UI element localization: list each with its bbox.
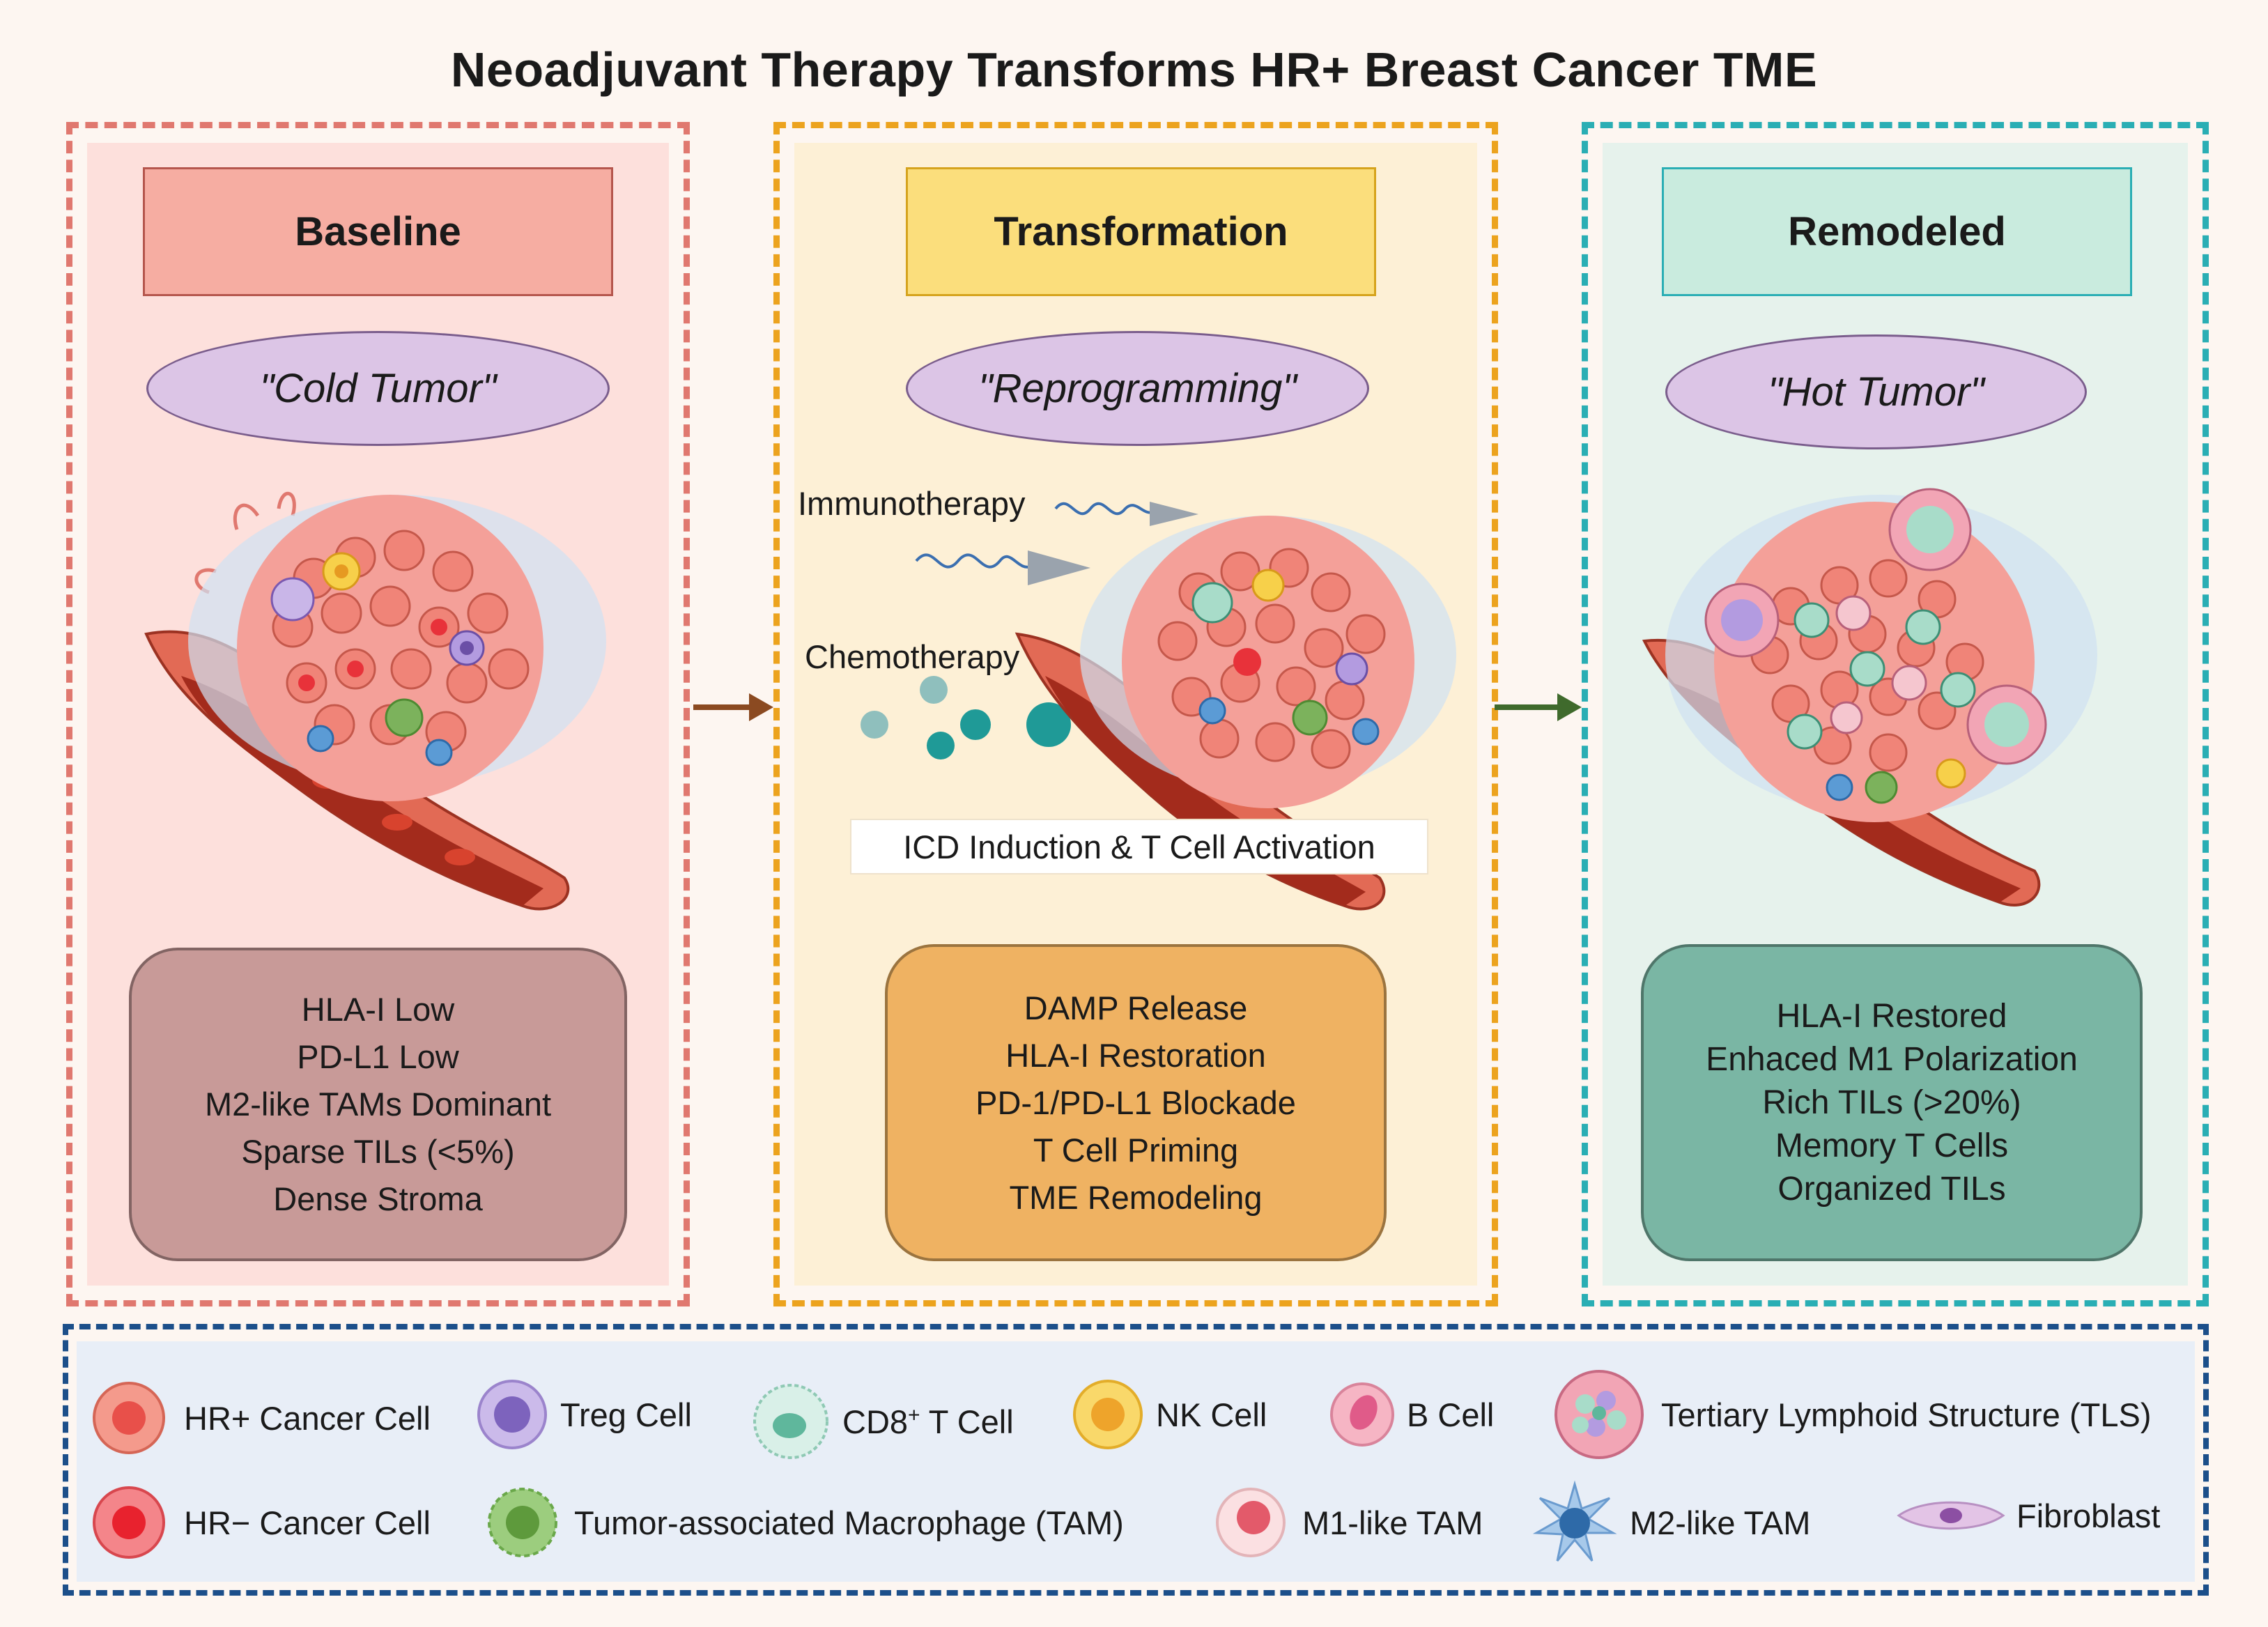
feature-text: PD-L1 Low [297,1038,459,1075]
legend-item: M1-like TAM [1209,1484,1483,1561]
legend-label: Tertiary Lymphoid Structure (TLS) [1661,1396,2152,1433]
feature-text: Enhaced M1 Polarization [1706,1040,2078,1078]
legend-item: HR+ Cancer Cell [84,1380,431,1456]
immunotherapy-label: Immunotherapy [798,485,1026,522]
baseline-header: Baseline [143,167,613,296]
hot-tumor-illustration [1642,488,2097,907]
feature-text: HLA-I Low [301,991,455,1028]
arrow-baseline-to-transformation [693,693,773,721]
feature-text: HLA-I Restoration [1005,1036,1266,1074]
hr-positive-cancer-cell-icon [93,1382,165,1454]
remodeled-header: Remodeled [1662,167,2132,296]
legend-label: M1-like TAM [1302,1504,1483,1541]
legend-item: M2-like TAM [1529,1477,1810,1568]
nk-cell-icon [1073,1380,1143,1449]
transformation-subtitle-oval: "Reprogramming" [906,331,1369,446]
legend-item: Fibroblast [1895,1491,2160,1540]
legend-label: B Cell [1407,1396,1495,1433]
tls-icon [1555,1370,1644,1459]
m2-tam-icon [1532,1480,1617,1562]
antibody-icon [1054,502,1198,526]
cold-tumor-illustration [144,491,606,911]
legend-label: Tumor-associated Macrophage (TAM) [574,1504,1124,1541]
legend-label: NK Cell [1156,1396,1267,1433]
m1-tam-icon [1216,1488,1286,1557]
feature-text: Rich TILs (>20%) [1762,1084,2021,1121]
feature-text: T Cell Priming [1033,1131,1239,1169]
feature-text: Dense Stroma [273,1180,483,1217]
legend-item: B Cell [1327,1376,1494,1453]
transformation-panel-frame [773,122,1498,1306]
feature-text: DAMP Release [1024,989,1248,1026]
feature-text: PD-1/PD-L1 Blockade [975,1084,1296,1121]
transformation-header: Transformation [906,167,1376,296]
legend-item: Tertiary Lymphoid Structure (TLS) [1547,1366,2152,1463]
legend-item: NK Cell [1070,1376,1267,1453]
legend-label: CD8+ T Cell [842,1403,1014,1440]
b-cell-icon [1330,1382,1394,1447]
icd-activation-label: ICD Induction & T Cell Activation [850,819,1428,874]
baseline-features-box: HLA-I Low PD-L1 Low M2-like TAMs Dominan… [129,948,627,1261]
remodeled-features-box: HLA-I Restored Enhaced M1 Polarization R… [1641,944,2143,1261]
baseline-subtitle-oval: "Cold Tumor" [146,331,610,446]
page-title: Neoadjuvant Therapy Transforms HR+ Breas… [450,43,1818,97]
baseline-panel-frame [66,122,690,1306]
legend-item: Tumor-associated Macrophage (TAM) [481,1484,1124,1561]
feature-text: M2-like TAMs Dominant [204,1086,552,1123]
cd8-t-cell-icon [753,1384,828,1459]
tam-icon [488,1488,557,1557]
feature-text: HLA-I Restored [1776,997,2007,1035]
legend-item: Treg Cell [474,1376,692,1453]
feature-text: Organized TILs [1777,1170,2006,1208]
feature-text: Memory T Cells [1775,1127,2009,1164]
feature-text: TME Remodeling [1009,1178,1263,1216]
legend-item: HR− Cancer Cell [84,1484,431,1561]
chemotherapy-label: Chemotherapy [805,638,1020,675]
legend-label: HR− Cancer Cell [184,1504,431,1541]
legend-panel [77,1341,2195,1582]
feature-text: Sparse TILs (<5%) [241,1133,515,1170]
hr-negative-cancer-cell-icon [93,1486,165,1559]
remodeled-subtitle-oval: "Hot Tumor" [1665,334,2087,449]
treg-cell-icon [477,1380,547,1449]
transformation-features-box: DAMP Release HLA-I Restoration PD-1/PD-L… [885,944,1387,1261]
antibody-icon [915,550,1090,585]
legend-item: CD8+ T Cell [749,1380,1014,1463]
legend-frame [63,1324,2209,1596]
legend-label: HR+ Cancer Cell [184,1399,431,1437]
legend-label: Treg Cell [560,1396,692,1433]
legend-label: Fibroblast [2016,1497,2161,1534]
arrow-transformation-to-remodeled [1495,693,1582,721]
fibroblast-icon [1897,1501,2005,1530]
remodeled-panel-frame [1582,122,2209,1306]
legend-label: M2-like TAM [1630,1504,1811,1541]
